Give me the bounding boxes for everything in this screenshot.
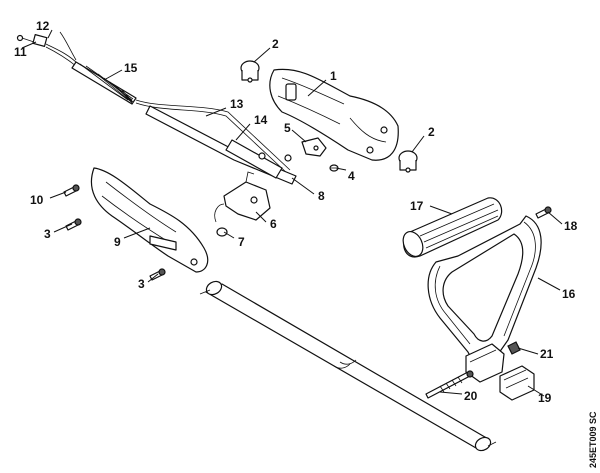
throttle-rod-part <box>145 105 297 185</box>
grip-sleeve-part <box>402 197 503 258</box>
callout-17: 17 <box>410 199 424 213</box>
callout-7: 7 <box>238 235 245 249</box>
drive-tube-part <box>199 280 497 452</box>
callout-3-lower: 3 <box>138 277 145 291</box>
interlock-lever-part <box>301 137 327 157</box>
nut-part <box>507 341 521 355</box>
callout-4: 4 <box>348 169 355 183</box>
bolt-part <box>425 370 474 399</box>
callout-3-left: 3 <box>44 227 51 241</box>
wire-connector-part <box>16 31 79 67</box>
throttle-trigger-part <box>223 171 271 221</box>
hose-clamp-part <box>398 150 418 173</box>
callout-16: 16 <box>562 287 576 301</box>
callout-19: 19 <box>538 391 552 405</box>
callout-18: 18 <box>564 219 578 233</box>
torsion-spring-part <box>214 203 228 237</box>
hose-clamp-part <box>240 60 260 83</box>
callout-11: 11 <box>14 45 27 59</box>
callout-2-right: 2 <box>428 125 435 139</box>
screw-part <box>65 218 82 231</box>
callout-9: 9 <box>114 235 121 249</box>
callout-12: 12 <box>36 19 50 33</box>
drawing-code: 245ET009 SC <box>588 411 598 468</box>
clamp-block-part <box>499 365 535 401</box>
callout-13: 13 <box>230 97 244 111</box>
callout-15: 15 <box>124 61 138 75</box>
callout-10: 10 <box>30 193 44 207</box>
callout-5: 5 <box>284 121 291 135</box>
callout-1: 1 <box>330 69 337 83</box>
callout-21: 21 <box>540 347 554 361</box>
callout-2-upper: 2 <box>272 37 279 51</box>
callout-6: 6 <box>270 217 277 231</box>
callout-14: 14 <box>254 113 268 127</box>
loop-handle-part <box>427 215 542 364</box>
throttle-cable-part <box>71 61 291 175</box>
screw-part <box>535 206 552 219</box>
handle-clamp-part <box>465 343 505 383</box>
callout-20: 20 <box>464 389 478 403</box>
leader-lines <box>21 29 563 397</box>
screw-part <box>63 184 80 197</box>
control-handle-housing-part <box>269 68 399 161</box>
handle-shell-part <box>90 167 209 273</box>
callout-8: 8 <box>318 189 325 203</box>
